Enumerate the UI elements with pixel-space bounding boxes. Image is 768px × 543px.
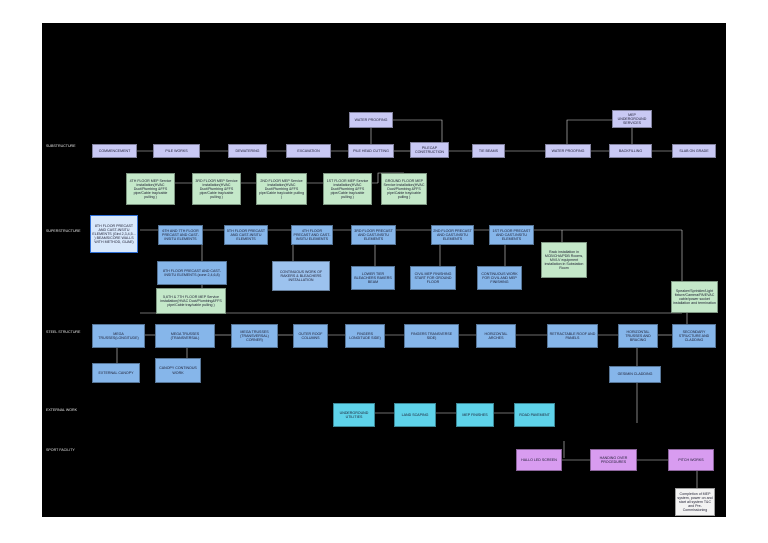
- node-continuous-civil-mep[interactable]: CONTINUOUS WORK FOR CIVIL AND MEP FINISH…: [477, 266, 522, 290]
- node-fingers-transverse[interactable]: FINGERS TRANSVERSE SIDE): [404, 324, 459, 348]
- node-1st-floor[interactable]: 1ST FLOOR PRECAST AND CAST-INSITU ELEMEN…: [489, 225, 534, 245]
- node-pilecap-construction[interactable]: PILECAP CONSTRUCTION: [410, 142, 449, 158]
- diagram-canvas: SUBSTRUCTURE SUPERSTRUCTURE STEEL STRUCT…: [42, 23, 726, 517]
- node-horizontal-arches[interactable]: HORIZONTAL ARCHES: [476, 324, 516, 348]
- node-continuous-rakers[interactable]: CONTINUOUS WORK OF RAKERS & BLEACHERS IN…: [272, 261, 330, 291]
- node-2nd-floor[interactable]: 2ND FLOOR PRECAST AND CAST-INSITU ELEMEN…: [431, 225, 474, 245]
- node-mep-1st-floor[interactable]: 1ST FLOOR MEP Service installation(HVAC …: [323, 173, 372, 205]
- node-mega-trusses-corner[interactable]: MEGA TRUSSES (TRANSVERSAL) CORNER): [231, 324, 278, 348]
- node-outer-roof-columns[interactable]: OUTER ROOF COLUMNS: [293, 324, 328, 348]
- node-gesimin-cladding[interactable]: GESIMIN CLADDING: [609, 366, 661, 383]
- lane-label-substructure: SUBSTRUCTURE: [46, 144, 76, 148]
- node-commencement[interactable]: COMMENCEMENT: [92, 144, 137, 158]
- node-8th-floor-selected[interactable]: 8TH FLOOR PRECAST AND CAST-INSITU ELEMEN…: [90, 215, 138, 253]
- node-secondary-structure[interactable]: SECONDARY STRUCTURE AND CLADDING: [672, 324, 716, 348]
- node-mep-ground-floor[interactable]: GROUND FLOOR MEP Service installation(HV…: [381, 173, 427, 205]
- node-retractable-roof[interactable]: RETRACTABLE ROOF AND PANELS: [547, 324, 598, 348]
- lane-label-superstructure: SUPERSTRUCTURE: [46, 229, 81, 233]
- node-mep-2nd-floor[interactable]: 2ND FLOOR MEP Service installation(HVAC …: [256, 173, 307, 205]
- node-civil-mep-finishing-ground[interactable]: CIVIL MEP FINISHING START FOR GROUND FLO…: [410, 266, 456, 290]
- node-rack-installation[interactable]: Rack installation in MCB/CHA/PDB Rooms, …: [541, 242, 587, 278]
- node-mep-underground-services[interactable]: MEP UNDERGROUND SERVICES: [612, 110, 652, 128]
- node-4th-floor[interactable]: 4TH FLOOR PRECAST AND CAST-INSITU ELEMEN…: [291, 225, 333, 245]
- node-horizontal-trusses[interactable]: HORIZONTAL TRUSSES AND BRACING: [618, 324, 658, 348]
- node-road-pavement[interactable]: ROAD PAVEMENT: [514, 403, 555, 427]
- node-lower-tier-bleachers[interactable]: LOWER TIER BLEACHERS RAKERS BEAM: [351, 266, 395, 290]
- node-waterproofing[interactable]: WATER PROOFING: [545, 144, 591, 158]
- node-dewatering[interactable]: DEWATERING: [228, 144, 267, 158]
- node-3rd-floor[interactable]: 3RD FLOOR PRECAST AND CAST-INSITU ELEMEN…: [351, 225, 396, 245]
- node-8th-floor-zone[interactable]: 8TH FLOOR PRECAST AND CAST-INSITU ELEMEN…: [157, 261, 227, 285]
- node-pitch-works[interactable]: PITCH WORKS: [668, 449, 714, 471]
- node-slab-on-grade[interactable]: SLAB ON GRADE: [672, 144, 716, 158]
- node-mega-trusses-longitude[interactable]: MEGA TRUSSES(LONGITUDE): [92, 324, 145, 348]
- lane-label-steel-structure: STEEL STRUCTURE: [46, 330, 81, 334]
- node-external-canopy[interactable]: EXTERNAL CANOPY: [92, 363, 140, 383]
- node-5th-floor[interactable]: 5TH FLOOR PRECAST AND CAST-INSITU ELEMEN…: [224, 225, 268, 245]
- node-mep-4th-floor[interactable]: 4TH FLOOR MEP Service installation(HVAC …: [126, 173, 175, 205]
- node-speaker-sprinkler-installation[interactable]: Speaker/Sprinkler/Light fixture/Camera/P…: [671, 281, 718, 313]
- node-canopy-continuous[interactable]: CANOPY CONTINOUS WORK: [155, 358, 201, 383]
- node-fingers-longitude[interactable]: FINGERS LONGITUDE SIDE): [345, 324, 385, 348]
- node-6th-7th-floor[interactable]: 6TH AND 7TH FLOOR PRECAST AND CAST-INSIT…: [158, 225, 203, 245]
- node-waterproofing-top[interactable]: WATER PROOFING: [349, 112, 393, 128]
- node-landscaping[interactable]: LAND SCAPING: [394, 403, 436, 427]
- node-mep-3rd-floor[interactable]: 3RD FLOOR MEP Service installation(HVAC …: [192, 173, 241, 205]
- node-tie-beams[interactable]: TIE BEAMS: [472, 144, 505, 158]
- node-underground-utilities[interactable]: UNDERGROUND UTILITIES: [333, 403, 375, 427]
- node-mega-trusses-transversal[interactable]: MEGA TRUSSES (TRANSVERSAL): [155, 324, 215, 348]
- lane-label-sport-facility: SPORT FACILITY: [46, 448, 75, 452]
- node-pile-head-cutting[interactable]: PILE HEAD CUTTING: [348, 144, 394, 158]
- node-mep-finishes[interactable]: MEP FINISHES: [456, 403, 494, 427]
- node-pile-works[interactable]: PILE WORKS: [153, 144, 200, 158]
- node-hallo-led-screen[interactable]: HALLO LED SCREEN: [516, 449, 562, 471]
- lane-label-external-work: EXTERNAL WORK: [46, 408, 78, 412]
- node-handing-over-procedures[interactable]: HANDING OVER PROCEDURES: [590, 449, 637, 471]
- node-completion-mep-system[interactable]: Completion of MEP system, power on and s…: [675, 488, 715, 516]
- node-backfilling[interactable]: BACKFILLING: [609, 144, 652, 158]
- node-excavation[interactable]: EXCAVATION: [286, 144, 331, 158]
- node-mep-5th-6th-7th-floor[interactable]: 5,6TH & 7TH FLOOR MEP Service installati…: [156, 288, 226, 314]
